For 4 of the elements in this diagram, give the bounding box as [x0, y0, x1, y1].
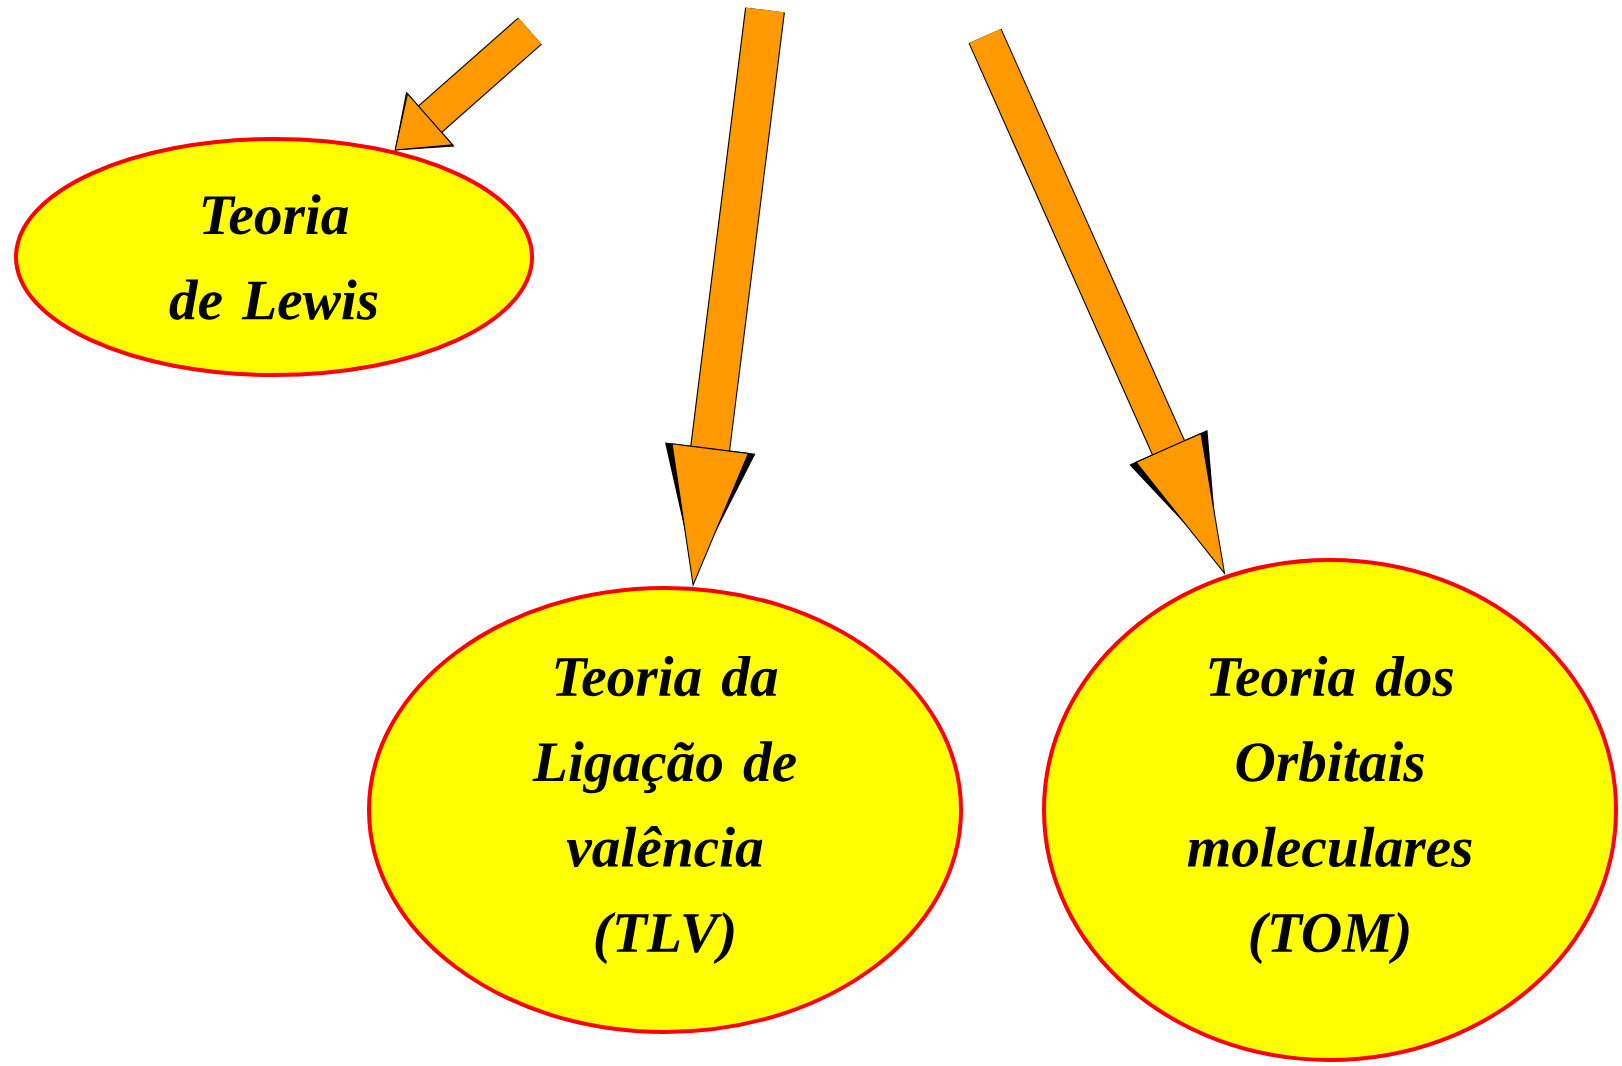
ellipse-node: Teoria da Ligação de valência (TLV)	[367, 586, 963, 1034]
ellipse-node: Teoria de Lewis	[14, 137, 534, 377]
ellipse-node: Teoria dos Orbitais moleculares (TOM)	[1042, 558, 1618, 1062]
block-arrow	[394, 17, 542, 151]
